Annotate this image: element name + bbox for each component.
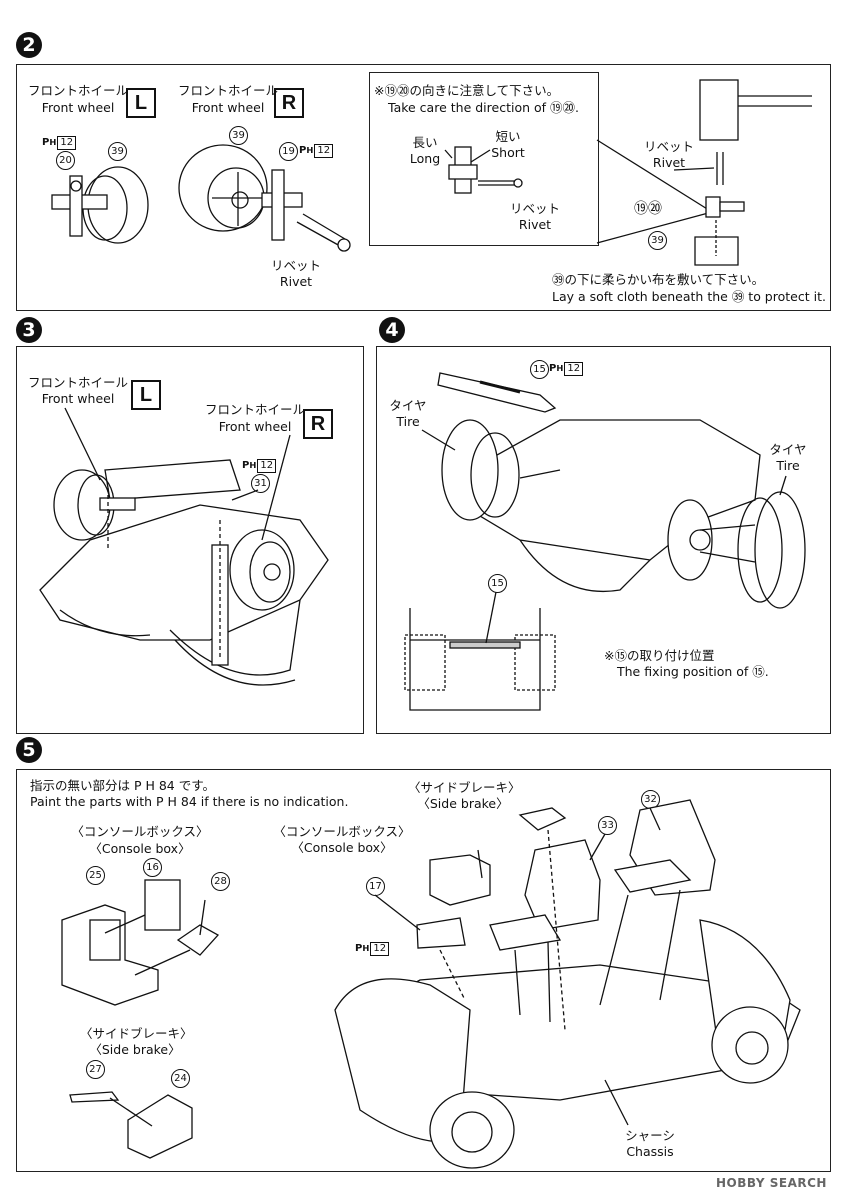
step-3-left-badge: L <box>131 380 161 410</box>
step-2-short-jp: 短い <box>495 129 521 144</box>
step-2-right-label-jp: フロントホイール <box>178 83 279 98</box>
step-5-number: 5 <box>16 737 42 763</box>
step-5-side-brake-en: 〈Side brake〉 <box>89 1042 181 1057</box>
step-2-long-jp: 長い <box>412 135 438 150</box>
step-3-right-badge: R <box>303 409 333 439</box>
step-2-rivet-jp: リベット <box>270 258 321 273</box>
step-5-chassis-jp: シャーシ <box>625 1128 675 1143</box>
step-5-part-32: 32 <box>641 790 660 809</box>
step-4-part-15: 15 <box>530 360 549 379</box>
step-2-left-label-en: Front wheel <box>41 100 115 115</box>
step-2-rivet2-jp: リベット <box>509 201 560 216</box>
step-5-console-en: 〈Console box〉 <box>89 841 191 856</box>
step-5-paint-jp: 指示の無い部分は P H 84 です。 <box>30 778 215 793</box>
step-4-number: 4 <box>379 317 405 343</box>
step-2-number: 2 <box>16 32 42 58</box>
step-4-fix-jp: ※⑮の取り付け位置 <box>604 648 715 663</box>
step-2-short-en: Short <box>491 145 525 160</box>
step-2-note-en: Take care the direction of ⑲⑳. <box>388 100 579 115</box>
step-5-chassis-en: Chassis <box>626 1144 674 1159</box>
step-5-console2-jp: 〈コンソールボックス〉 <box>273 824 411 839</box>
step-5-part-24: 24 <box>171 1069 190 1088</box>
step-5-side-brake-jp: 〈サイドブレーキ〉 <box>80 1026 193 1041</box>
step-2-rivet2-en: Rivet <box>518 217 552 232</box>
step-5-console2-en: 〈Console box〉 <box>291 840 393 855</box>
step-5-console-jp: 〈コンソールボックス〉 <box>71 824 209 839</box>
step-5-side-brake2-en: 〈Side brake〉 <box>417 796 509 811</box>
step-3-part-31: 31 <box>251 474 270 493</box>
step-5-part-28: 28 <box>211 872 230 891</box>
step-2-part-20: 20 <box>56 151 75 170</box>
step-2-parts-19-20: ⑲⑳ <box>634 201 662 217</box>
step-5-paint-en: Paint the parts with P H 84 if there is … <box>30 794 349 809</box>
step-2-part-39-c: 39 <box>648 231 667 250</box>
step-2-part-39-right: 39 <box>229 126 248 145</box>
step-4-part-15b: 15 <box>488 574 507 593</box>
step-5-part-16: 16 <box>143 858 162 877</box>
step-5-part-27: 27 <box>86 1060 105 1079</box>
step-2-note-jp: ※⑲⑳の向きに注意して下さい。 <box>374 83 560 98</box>
step-4-tire-right-jp: タイヤ <box>769 442 807 457</box>
step-2-part-19: 19 <box>279 142 298 161</box>
step-3-right-label-jp: フロントホイール <box>205 402 306 417</box>
step-2-left-label-jp: フロントホイール <box>28 83 129 98</box>
step-3-right-label-en: Front wheel <box>218 419 292 434</box>
step-2-rivet3-en: Rivet <box>652 155 686 170</box>
step-4-tire-left-en: Tire <box>396 414 420 429</box>
step-2-part-39-left: 39 <box>108 142 127 161</box>
step-4-tire-left-jp: タイヤ <box>389 398 427 413</box>
step-2-right-badge: R <box>274 88 304 118</box>
step-2-rivet3-jp: リベット <box>643 139 694 154</box>
step-2-long-en: Long <box>409 151 441 166</box>
step-2-left-badge: L <box>126 88 156 118</box>
step-5-part-25: 25 <box>86 866 105 885</box>
step-5-part-17: 17 <box>366 877 385 896</box>
watermark: HOBBY SEARCH <box>716 1176 827 1190</box>
step-4-tire-right-en: Tire <box>776 458 800 473</box>
step-2-rivet-en: Rivet <box>279 274 313 289</box>
step-2-cloth-jp: ㊴の下に柔らかい布を敷いて下さい。 <box>552 272 765 287</box>
step-4-fix-en: The fixing position of ⑮. <box>617 664 769 679</box>
step-5-part-33: 33 <box>598 816 617 835</box>
step-3-left-label-jp: フロントホイール <box>28 375 129 390</box>
step-2-right-label-en: Front wheel <box>191 100 265 115</box>
step-5-side-brake2-jp: 〈サイドブレーキ〉 <box>408 780 521 795</box>
step-3-left-label-en: Front wheel <box>41 391 115 406</box>
step-3-number: 3 <box>16 317 42 343</box>
step-2-cloth-en: Lay a soft cloth beneath the ㊴ to protec… <box>552 289 826 304</box>
